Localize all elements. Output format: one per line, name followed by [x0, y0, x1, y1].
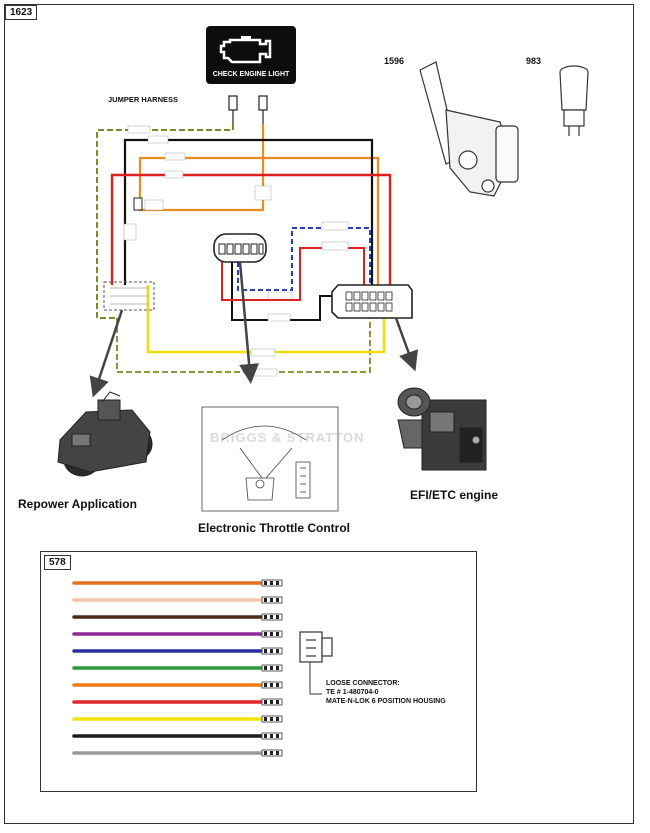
- terminal-band: [270, 632, 273, 636]
- terminal-band: [264, 700, 267, 704]
- connector-label-line3: MATE-N-LOK 6 POSITION HOUSING: [326, 698, 446, 705]
- terminal-band: [270, 683, 273, 687]
- watermark-text: BRIGGS & STRATTON: [210, 430, 365, 445]
- terminal-band: [264, 666, 267, 670]
- terminal-band: [270, 615, 273, 619]
- terminal-band: [270, 700, 273, 704]
- part-number-578: 578: [44, 555, 71, 570]
- diagram-frame: [4, 4, 634, 824]
- throttle-connector-icon: [213, 233, 267, 263]
- wire-black: [123, 138, 374, 290]
- wire-olive-dashed: [96, 124, 234, 319]
- terminal-band: [276, 581, 279, 585]
- terminal-band: [276, 683, 279, 687]
- arrow-to-etc: [238, 261, 260, 384]
- terminal-band: [276, 717, 279, 721]
- terminal-band: [270, 581, 273, 585]
- terminal-band: [264, 581, 267, 585]
- arrow-to-repower: [89, 309, 124, 398]
- terminal-band: [276, 734, 279, 738]
- wire-red: [110, 173, 392, 290]
- caption-efi: EFI/ETC engine: [410, 488, 499, 502]
- terminal-band: [270, 598, 273, 602]
- wire-blue-dashed: [237, 227, 371, 291]
- connector-label-line1: LOOSE CONNECTOR:: [326, 680, 400, 687]
- terminal-band: [276, 615, 279, 619]
- terminal-band: [276, 649, 279, 653]
- terminal-band: [264, 649, 267, 653]
- wire-olive-dashed-bottom: [116, 318, 371, 373]
- wire-orange: [138, 124, 380, 290]
- subpanel-wires: [72, 579, 283, 757]
- terminal-band: [264, 615, 267, 619]
- wire-kit-panel: [40, 551, 477, 792]
- check-engine-light-label: CHECK ENGINE LIGHT: [212, 71, 290, 78]
- terminal-band: [264, 632, 267, 636]
- check-engine-light-icon: CHECK ENGINE LIGHT: [206, 26, 296, 84]
- wire-red-lower: [221, 247, 365, 301]
- jumper-plug-right: [258, 95, 268, 124]
- efi-engine-image: [397, 387, 487, 471]
- terminal-band: [264, 734, 267, 738]
- terminal-band: [264, 751, 267, 755]
- terminal-band: [264, 598, 267, 602]
- terminal-band: [276, 666, 279, 670]
- loose-connector-icon: [299, 631, 333, 663]
- part-number-1596: 1596: [384, 56, 405, 66]
- terminal-band: [264, 683, 267, 687]
- part-number-983: 983: [526, 56, 542, 66]
- caption-repower: Repower Application: [18, 497, 137, 511]
- throttle-lever-icon: [419, 61, 519, 197]
- terminal-band: [270, 649, 273, 653]
- terminal-band: [276, 751, 279, 755]
- indicator-light-icon: [559, 65, 589, 136]
- terminal-band: [270, 751, 273, 755]
- mower-image: [57, 391, 153, 477]
- terminal-band: [270, 717, 273, 721]
- terminal-band: [270, 666, 273, 670]
- terminal-band: [276, 632, 279, 636]
- caption-etc: Electronic Throttle Control: [198, 521, 351, 535]
- terminal-band: [276, 598, 279, 602]
- part-number-1623: 1623: [5, 5, 38, 20]
- efi-connector-icon: [331, 284, 413, 319]
- jumper-plug-left: [228, 95, 238, 124]
- jumper-harness-label: JUMPER HARNESS: [108, 95, 179, 104]
- etc-drawing: [201, 406, 339, 512]
- arrow-to-efi: [394, 317, 418, 372]
- fuse-icon: [133, 197, 143, 211]
- repower-splice-block: [103, 281, 155, 311]
- connector-label-line2: TE # 1-480704-0: [326, 689, 379, 696]
- terminal-band: [264, 717, 267, 721]
- terminal-band: [270, 734, 273, 738]
- terminal-band: [276, 700, 279, 704]
